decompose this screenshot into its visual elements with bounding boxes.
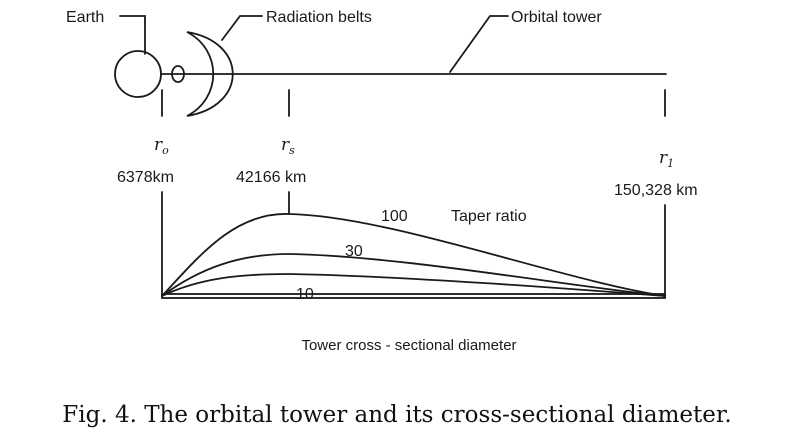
orbital-tower-label: Orbital tower: [511, 9, 602, 26]
earth-label: Earth: [66, 9, 104, 26]
curve-label-100: 100: [381, 208, 408, 225]
r1-value: 150,328 km: [614, 182, 698, 199]
rs-symbol: rs: [281, 135, 295, 157]
r0-value: 6378km: [117, 169, 174, 186]
taper-curve-10: [161, 273, 666, 297]
earth-leader: [119, 15, 146, 55]
r0-symbol: ro: [154, 135, 169, 157]
figure-caption: Fig. 4. The orbital tower and its cross-…: [62, 402, 731, 428]
taper-curve-30: [161, 253, 666, 297]
earth-circle: [114, 50, 162, 98]
curve-label-10: 10: [296, 286, 314, 303]
rs-value: 42166 km: [236, 169, 306, 186]
orbital-tower-leader: [449, 15, 509, 73]
x-axis-label: Tower cross - sectional diameter: [301, 337, 516, 354]
baseline-bar: [161, 293, 666, 299]
radiation-belts-label: Radiation belts: [266, 9, 372, 26]
taper-ratio-title: Taper ratio: [451, 208, 527, 225]
radiation-belts-leader: [221, 15, 263, 41]
r1-symbol: r1: [659, 148, 674, 170]
taper-curve-100: [161, 213, 666, 297]
radiation-belt-crescent: [186, 31, 234, 117]
curve-label-30: 30: [345, 243, 363, 260]
